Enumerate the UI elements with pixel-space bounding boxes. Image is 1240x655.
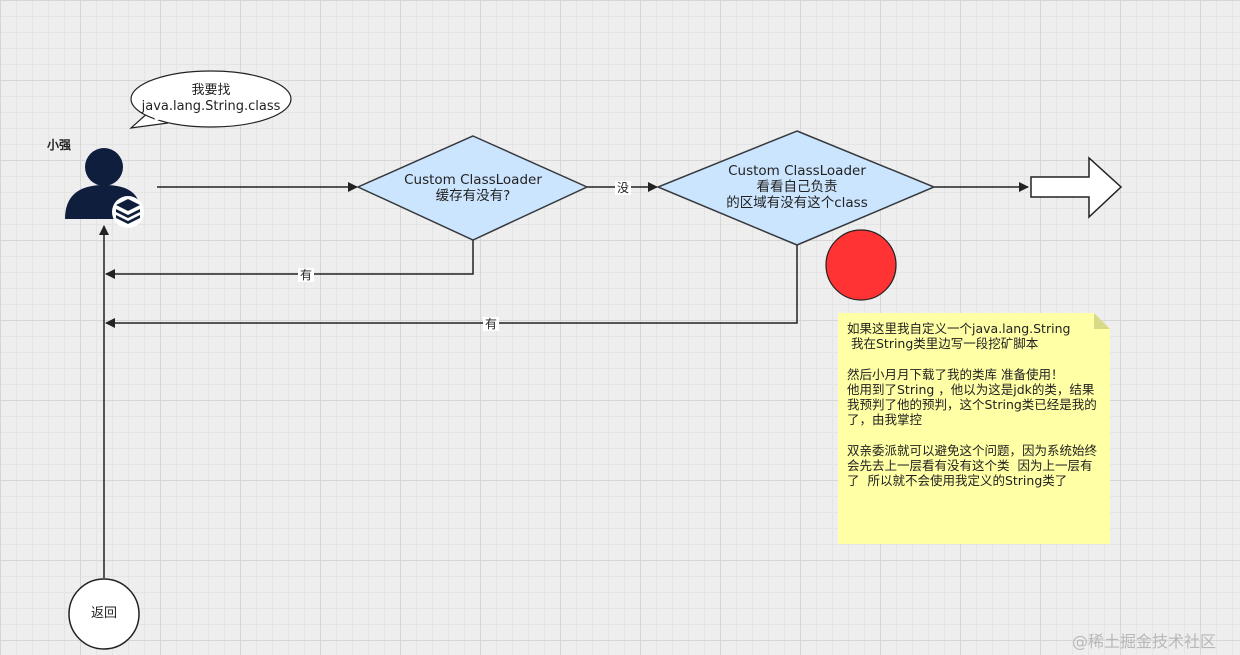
decision-own-region-check[interactable] bbox=[656, 130, 936, 246]
actor-name: 小强 bbox=[47, 138, 72, 152]
sticky-note-text: 如果这里我自定义一个java.lang.String 我在String类里边写一… bbox=[847, 321, 1103, 504]
block-arrow-right-icon[interactable] bbox=[1030, 156, 1123, 219]
decision1-label: Custom ClassLoader 缓存有没有? bbox=[373, 172, 573, 204]
decision-cache-check[interactable] bbox=[356, 135, 589, 241]
note-paragraph-2: 然后小月月下载了我的类库 准备使用！ 他用到了String ，他以为这是jdk的… bbox=[847, 366, 1097, 428]
decision1-line-1: Custom ClassLoader bbox=[404, 172, 542, 188]
return-node[interactable] bbox=[68, 578, 140, 650]
decision2-line-1: Custom ClassLoader bbox=[728, 163, 866, 179]
decision2-line-2: 看看自己负责 bbox=[756, 179, 838, 195]
edge-decision1-has-return[interactable] bbox=[105, 240, 474, 279]
red-circle[interactable] bbox=[825, 229, 897, 301]
edge-label-has-1: 有 bbox=[298, 268, 315, 282]
speech-bubble-text: 我要找 java.lang.String.class bbox=[131, 83, 291, 115]
edge-decision2-has-return[interactable] bbox=[105, 245, 798, 328]
note-paragraph-1: 如果这里我自定义一个java.lang.String 我在String类里边写一… bbox=[847, 321, 1071, 352]
speech-line-1: 我要找 bbox=[191, 83, 231, 98]
speech-line-2: java.lang.String.class bbox=[141, 99, 281, 114]
speech-bubble[interactable] bbox=[129, 70, 292, 129]
return-node-label: 返回 bbox=[90, 606, 117, 621]
note-paragraph-3: 双亲委派就可以避免这个问题，因为系统始终会先去上一层看有没有这个类 因为上一层有… bbox=[847, 442, 1098, 489]
sticky-note[interactable] bbox=[838, 313, 1110, 544]
decision2-line-3: 的区域有没有这个class bbox=[726, 195, 868, 211]
edge-label-has-2: 有 bbox=[483, 317, 500, 331]
decision2-label: Custom ClassLoader 看看自己负责 的区域有没有这个class bbox=[680, 163, 914, 211]
edge-label-no: 没 bbox=[615, 181, 632, 195]
watermark: @稀土掘金技术社区 bbox=[1072, 632, 1217, 651]
user-with-layers-icon[interactable] bbox=[65, 148, 144, 228]
decision1-line-2: 缓存有没有? bbox=[435, 188, 511, 204]
